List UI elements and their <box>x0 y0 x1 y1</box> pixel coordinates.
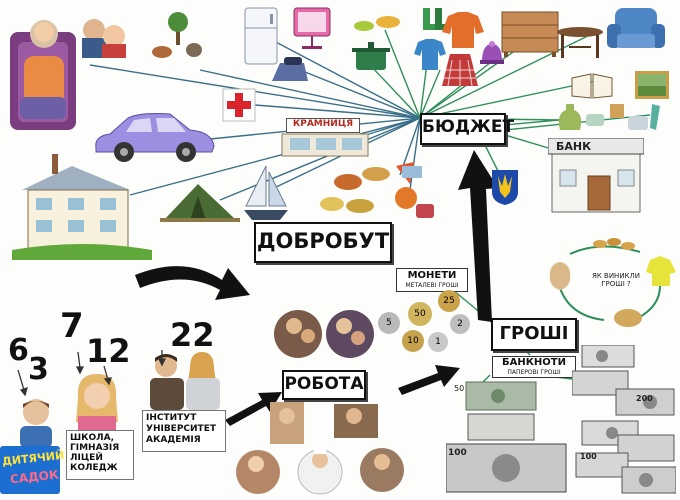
school-line: ЛІЦЕЙ <box>70 453 103 463</box>
budget-box: БЮДЖЕТ <box>420 113 514 145</box>
university-box: ІНСТИТУТ УНІВЕРСИТЕТ АКАДЕМІЯ <box>142 410 226 452</box>
origin-question: ЯК ВИНИКЛИ ГРОШІ ? <box>591 272 641 289</box>
work-photos-bottom <box>236 402 404 495</box>
work-box: РОБОТА <box>282 370 366 400</box>
boots-icon <box>423 8 448 30</box>
money-origin-cycle <box>549 238 676 327</box>
arrow-to-work <box>225 392 282 426</box>
university-line: ІНСТИТУТ <box>146 413 197 423</box>
coin: 10 <box>402 330 424 352</box>
house-icon <box>12 154 152 260</box>
book-icon <box>571 73 613 99</box>
university-line: УНІВЕРСИТЕТ <box>146 424 216 434</box>
food-icon <box>354 16 400 31</box>
arrow-to-money <box>398 365 460 395</box>
coin: 50 <box>408 302 432 326</box>
arrow-to-wellbeing <box>135 266 250 300</box>
coins-small-icon <box>593 238 635 250</box>
coins-title: МОНЕТИ <box>407 270 457 281</box>
tent-icon <box>160 184 240 222</box>
coin: 2 <box>450 314 470 334</box>
coins-subtitle: МЕТАЛЕВІ ГРОШІ <box>405 282 459 289</box>
money-box: ГРОШІ <box>491 318 577 351</box>
iron-icon <box>272 57 308 81</box>
foreign-banknotes-icon <box>446 381 567 493</box>
age-number-3: 3 <box>28 352 49 387</box>
trident-emblem-icon <box>492 170 518 205</box>
hryvnia-banknotes-icon <box>572 345 676 494</box>
sweater-cycle-icon <box>646 256 676 286</box>
coins-box: МОНЕТИ МЕТАЛЕВІ ГРОШІ <box>396 268 468 292</box>
banknote-value: 100 <box>448 448 467 458</box>
fridge-icon <box>244 7 278 65</box>
coins-cluster-icon: 25 50 5 10 1 2 <box>372 290 472 356</box>
bird-icon <box>152 12 202 58</box>
arrow-to-budget <box>458 150 498 322</box>
dresser-icon <box>501 11 559 57</box>
banknote-value: 50 <box>454 384 465 393</box>
table-icon <box>557 27 603 58</box>
shirt-icon <box>414 39 446 70</box>
bank-label: БАНК <box>556 140 592 153</box>
shop-sign: КРАМНИЦЯ <box>280 118 370 158</box>
age-number-7: 7 <box>60 306 84 346</box>
food-pile-icon <box>320 162 434 218</box>
banknotes-title: БАНКНОТИ <box>502 357 566 368</box>
perfume-icon <box>558 104 660 130</box>
banknote-value: 100 <box>580 452 597 461</box>
kindergarten-sign: ДИТЯЧИЙ САДОК <box>0 446 65 494</box>
shop-label: КРАМНИЦЯ <box>286 118 360 133</box>
grandmother-icon <box>10 20 76 130</box>
banknotes-subtitle: ПАПЕРОВІ ГРОШІ <box>507 369 561 376</box>
school-line: ШКОЛА, <box>70 433 114 443</box>
bread-icon <box>614 309 642 327</box>
university-line: АКАДЕМІЯ <box>146 435 201 445</box>
hat-icon <box>480 41 504 64</box>
armchair-icon <box>607 8 665 48</box>
school-box: ШКОЛА, ГІМНАЗІЯ ЛІЦЕЙ КОЛЕДЖ <box>66 430 134 480</box>
school-line: ГІМНАЗІЯ <box>70 443 120 453</box>
shop-building-icon <box>281 133 369 157</box>
bank-building-icon <box>548 138 644 213</box>
car-icon <box>95 113 215 162</box>
family-icon <box>82 19 126 58</box>
work-photos-top <box>274 310 374 358</box>
banknotes-box: БАНКНОТИ ПАПЕРОВІ ГРОШІ <box>492 356 576 378</box>
sweater-icon <box>442 12 484 48</box>
banknote-value: 200 <box>636 394 653 403</box>
coin: 25 <box>438 290 460 312</box>
tv-icon <box>293 7 331 49</box>
coin: 1 <box>428 332 448 352</box>
school-line: КОЛЕДЖ <box>70 463 118 473</box>
age-number-6: 6 <box>8 333 29 368</box>
age-number-12: 12 <box>86 332 131 370</box>
painting-icon <box>635 71 669 99</box>
sailboat-icon <box>244 165 288 220</box>
pot-icon <box>352 42 390 70</box>
child-photo <box>20 399 52 448</box>
jug-icon <box>549 262 571 290</box>
age-number-22: 22 <box>170 316 215 354</box>
skirt-icon <box>442 54 478 87</box>
school-girl-photo <box>76 374 118 432</box>
wellbeing-box: ДОБРОБУТ <box>254 222 392 263</box>
first-aid-cross-icon <box>222 88 256 122</box>
students-photo <box>150 352 220 410</box>
coin: 5 <box>378 312 400 334</box>
